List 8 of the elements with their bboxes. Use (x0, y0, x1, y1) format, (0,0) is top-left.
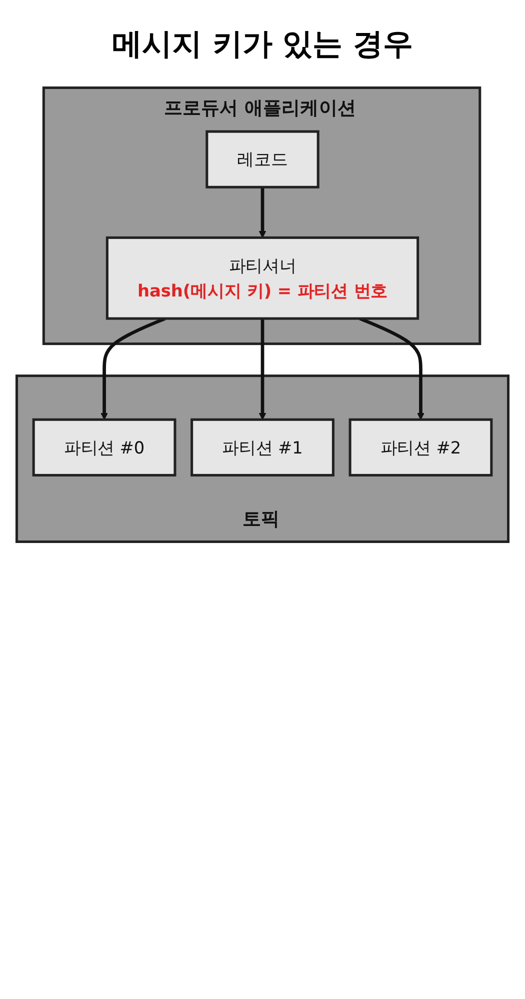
node-box: 파티셔너 hash(메시지 키) = 파티션 번호 (106, 236, 420, 320)
diagram-title: 메시지 키가 있는 경우 (110, 26, 414, 64)
arrow (258, 187, 266, 238)
arrow (258, 318, 266, 420)
node-box: 파티션 #0 (32, 418, 176, 476)
node-box: 파티션 #1 (190, 418, 334, 476)
node-box: 레코드 (206, 130, 320, 188)
node-box: 파티션 #2 (348, 418, 493, 476)
